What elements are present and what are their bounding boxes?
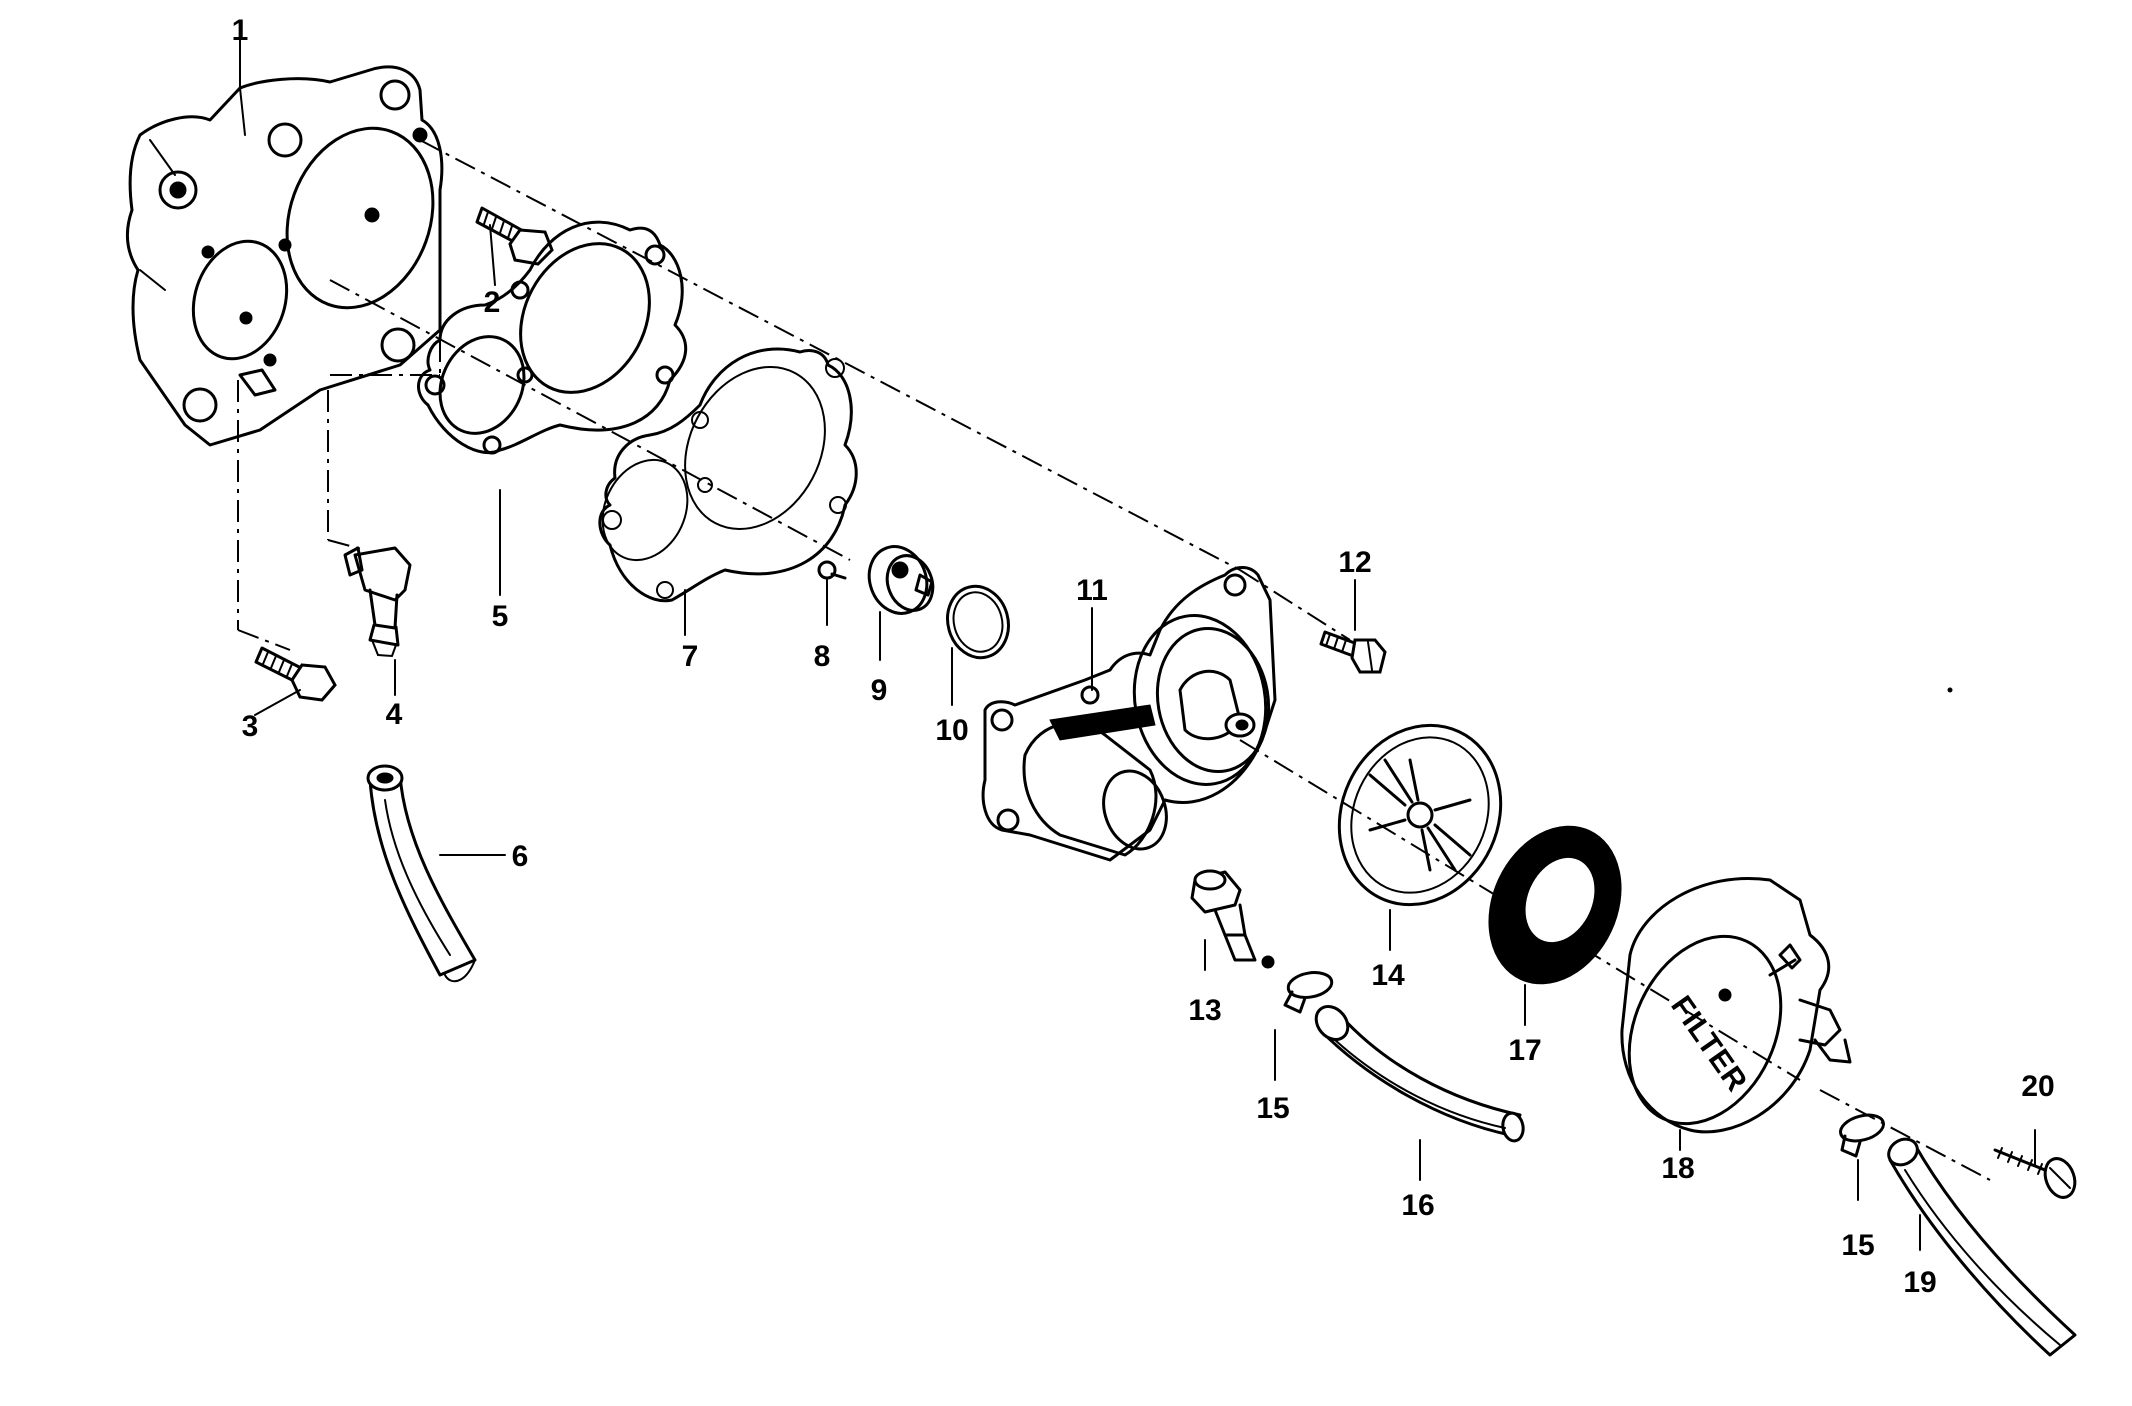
- filter-label-text: FILTER: [1664, 990, 1753, 1098]
- filter-housing-18: FILTER: [1620, 877, 1852, 1134]
- callout-10: 10: [935, 714, 968, 747]
- callout-5: 5: [492, 600, 509, 633]
- callout-19: 19: [1903, 1266, 1936, 1299]
- pump-body: [125, 65, 444, 447]
- hose-16: [1314, 1005, 1525, 1143]
- screw-8: [817, 560, 847, 580]
- callout-14: 14: [1371, 959, 1405, 992]
- callout-13: 13: [1188, 994, 1221, 1027]
- scan-speck: [1947, 687, 1953, 693]
- callout-4: 4: [386, 698, 403, 731]
- gasket-7: [598, 347, 858, 603]
- callout-16: 16: [1401, 1189, 1434, 1222]
- callout-6: 6: [512, 840, 529, 873]
- seal-17: [1488, 825, 1622, 985]
- pump-cover-11: [981, 566, 1277, 862]
- callout-8: 8: [814, 640, 831, 673]
- fitting-13: [1190, 869, 1275, 969]
- bolt-2: [475, 206, 554, 266]
- callout-20: 20: [2021, 1070, 2054, 1103]
- bolt-3: [254, 646, 337, 702]
- callout-1: 1: [232, 14, 249, 47]
- hose-19: [1887, 1137, 2077, 1357]
- callout-labels: 1 2 3 4 5 6 7 8 9 10 11 12 13 14 15 15 1…: [232, 14, 2055, 1299]
- callout-17: 17: [1508, 1034, 1541, 1067]
- callout-18: 18: [1661, 1152, 1694, 1185]
- thumb-screw-20: [1993, 1147, 2077, 1199]
- valve-9: [867, 545, 935, 615]
- callout-2: 2: [484, 286, 501, 319]
- callout-11: 11: [1076, 574, 1108, 607]
- hose-6: [366, 764, 477, 983]
- screw-12: [1319, 630, 1387, 674]
- leader-lines: [239, 39, 2036, 1251]
- clamp-15a: [1283, 971, 1334, 1014]
- callout-7: 7: [682, 640, 699, 673]
- elbow-fitting-4: [343, 546, 412, 658]
- callout-9: 9: [871, 674, 888, 707]
- gasket-5: [417, 220, 688, 455]
- callout-15b: 15: [1841, 1229, 1874, 1262]
- clamp-15b: [1839, 1113, 1885, 1158]
- screen-14: [1337, 723, 1503, 907]
- callout-12: 12: [1338, 546, 1371, 579]
- o-ring-10: [946, 584, 1010, 660]
- callout-3: 3: [242, 710, 259, 743]
- callout-15a: 15: [1256, 1092, 1289, 1125]
